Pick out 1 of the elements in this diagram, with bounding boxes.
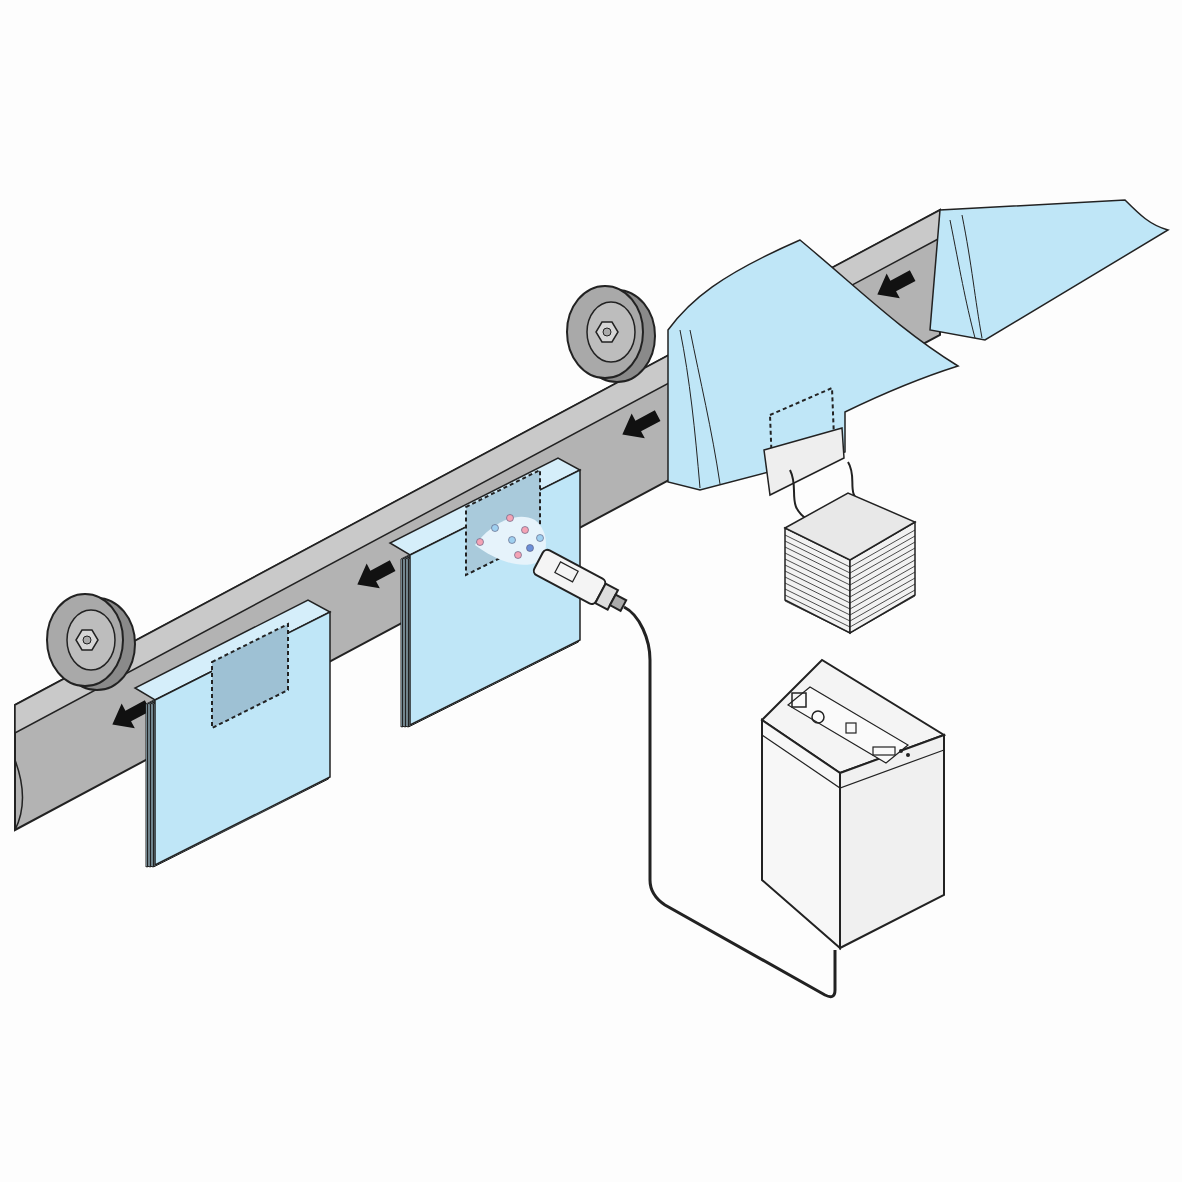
cable	[623, 605, 837, 998]
